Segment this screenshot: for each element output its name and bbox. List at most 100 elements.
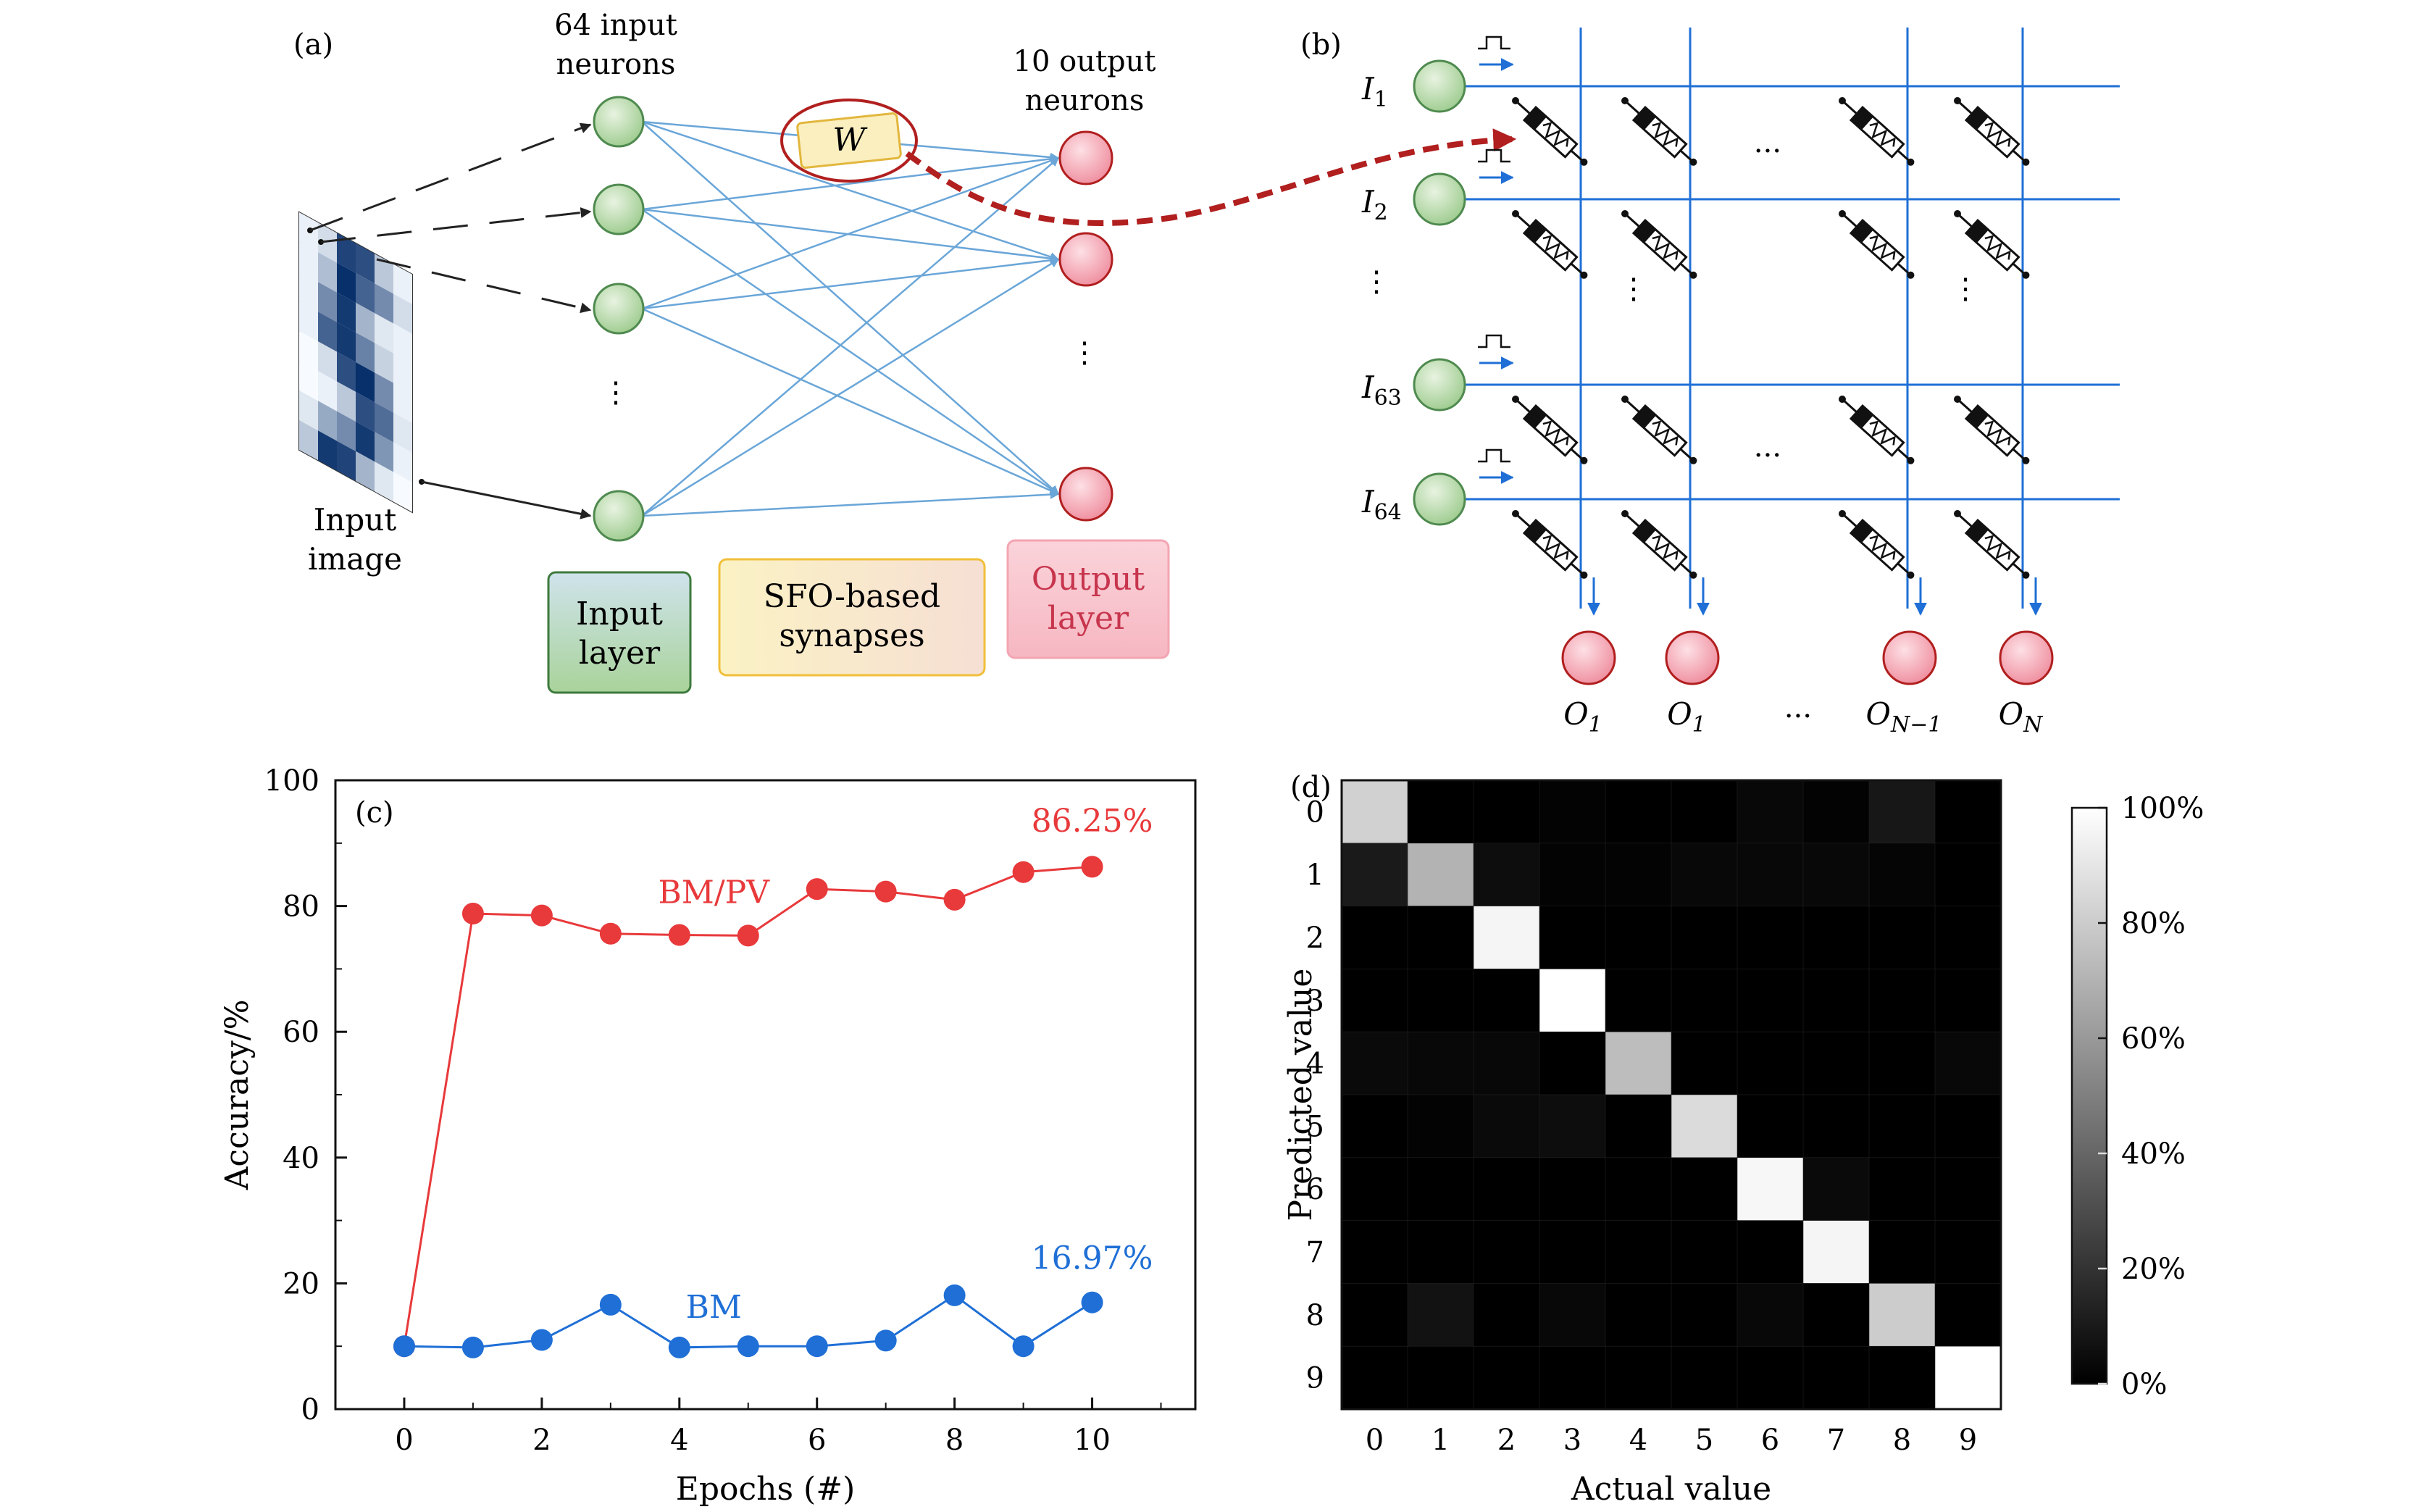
row-label-sub: 2 (1374, 200, 1388, 225)
image-pixel (337, 292, 356, 333)
input-neurons-title-1: 64 input (554, 9, 677, 42)
image-pixel (375, 283, 393, 324)
x-tick-label: 5 (1695, 1424, 1713, 1457)
heatmap-cell (1671, 1220, 1738, 1285)
image-pixel (393, 383, 412, 423)
weight-label: W (832, 122, 868, 159)
heatmap-cell (1407, 1031, 1474, 1095)
column-output-neuron (1999, 630, 2054, 685)
data-point (943, 1284, 966, 1306)
data-point (668, 1336, 690, 1358)
heatmap-cell (1341, 969, 1408, 1033)
image-pixel (318, 341, 337, 382)
heatmap-cell (1407, 1157, 1474, 1221)
crossbar-vdots: ⋮ (1362, 265, 1391, 298)
heatmap-cell (1934, 1345, 2002, 1410)
connection-line (641, 156, 1060, 310)
series-label-bm-pv: BM/PV (658, 874, 770, 911)
input-neurons-title-2: neurons (556, 48, 676, 81)
output-layer-box: Output layer (1006, 539, 1170, 659)
image-pixel (318, 371, 337, 412)
heatmap-cell (1868, 1283, 1936, 1348)
heatmap-cell (1605, 1345, 1672, 1410)
y-tick-label: 40 (283, 1142, 319, 1175)
panel-a-network: (a) 64 input neurons 10 output neurons I… (293, 9, 1517, 694)
connection-line (641, 121, 1059, 495)
memristor-icon (1621, 210, 1697, 279)
heatmap-cell (1539, 1220, 1606, 1285)
y-tick-label: 80 (283, 890, 319, 924)
heatmap-cell (1341, 1157, 1408, 1221)
x-tick-label: 1 (1432, 1424, 1450, 1457)
image-pixel (337, 411, 356, 451)
image-pixel (356, 362, 375, 403)
heatmap-cell (1934, 780, 2002, 844)
heatmap-cell (1671, 1157, 1738, 1221)
heatmap-cell (1802, 843, 1870, 907)
connection-line (641, 258, 1060, 517)
y-tick-label: 0 (301, 1393, 319, 1427)
connection-line (641, 154, 1060, 211)
heatmap-cell (1934, 1157, 2002, 1221)
data-point (530, 1329, 553, 1351)
heatmap-cell (1802, 1283, 1870, 1348)
colorbar-tick-label: 100% (2121, 792, 2204, 825)
input-layer-label-1: Input (576, 596, 663, 632)
x-axis-label: Epochs (#) (676, 1471, 856, 1508)
y-tick-label: 60 (283, 1016, 319, 1049)
heatmap-cell (1671, 969, 1738, 1033)
image-pixel (393, 264, 412, 304)
input-neuron (593, 96, 645, 148)
column-label-sub: N (2023, 712, 2044, 738)
heatmap-cell (1473, 906, 1540, 970)
heatmap-cell (1736, 1220, 1804, 1285)
row-input-neuron (1413, 59, 1466, 113)
image-pixel (393, 293, 412, 334)
heatmap-cell (1539, 843, 1606, 907)
image-pixel (318, 282, 337, 322)
column-label: O1 (1563, 696, 1602, 738)
heatmap-cell (1341, 1031, 1408, 1095)
heatmap-cell (1605, 1220, 1672, 1285)
data-point (737, 1335, 759, 1358)
image-pixel (337, 381, 356, 422)
y-tick-label: 100 (264, 764, 319, 798)
heatmap-cell (1605, 1283, 1672, 1348)
data-point (393, 1335, 415, 1358)
image-pixel (299, 272, 318, 312)
pulse-icon (1478, 334, 1510, 348)
heatmap-cell (1473, 1283, 1540, 1348)
memristor-icon (1839, 210, 1915, 279)
connection-line (641, 307, 1060, 496)
image-pixel (299, 301, 318, 342)
image-pixel (356, 391, 375, 433)
x-tick-label: 4 (1629, 1424, 1647, 1457)
connection-line (641, 208, 1060, 496)
image-pixel (356, 421, 375, 462)
heatmap-cell (1539, 906, 1606, 970)
heatmap-cell (1671, 1283, 1738, 1348)
connection-line (641, 157, 1059, 517)
image-pixel (337, 233, 356, 273)
memristor-icon (1512, 210, 1588, 279)
heatmap-cell (1605, 780, 1672, 844)
heatmap-cell (1341, 843, 1408, 907)
image-pixel (318, 312, 337, 352)
heatmap-cell (1407, 1283, 1474, 1348)
heatmap-cell (1407, 780, 1474, 844)
output-neuron (1058, 130, 1113, 185)
heatmap-cell (1341, 1220, 1408, 1285)
colorbar-tick-label: 20% (2121, 1253, 2186, 1286)
heatmap-cell (1473, 1157, 1540, 1221)
image-pixel (318, 252, 337, 293)
pulse-icon (1478, 448, 1510, 463)
crossbar-vdots: ⋮ (1619, 272, 1648, 306)
heatmap-cell (1934, 1094, 2002, 1158)
data-point (461, 1336, 484, 1358)
row-input-neuron (1413, 172, 1466, 226)
data-point (806, 1335, 828, 1358)
y-tick-label: 8 (1306, 1299, 1324, 1332)
